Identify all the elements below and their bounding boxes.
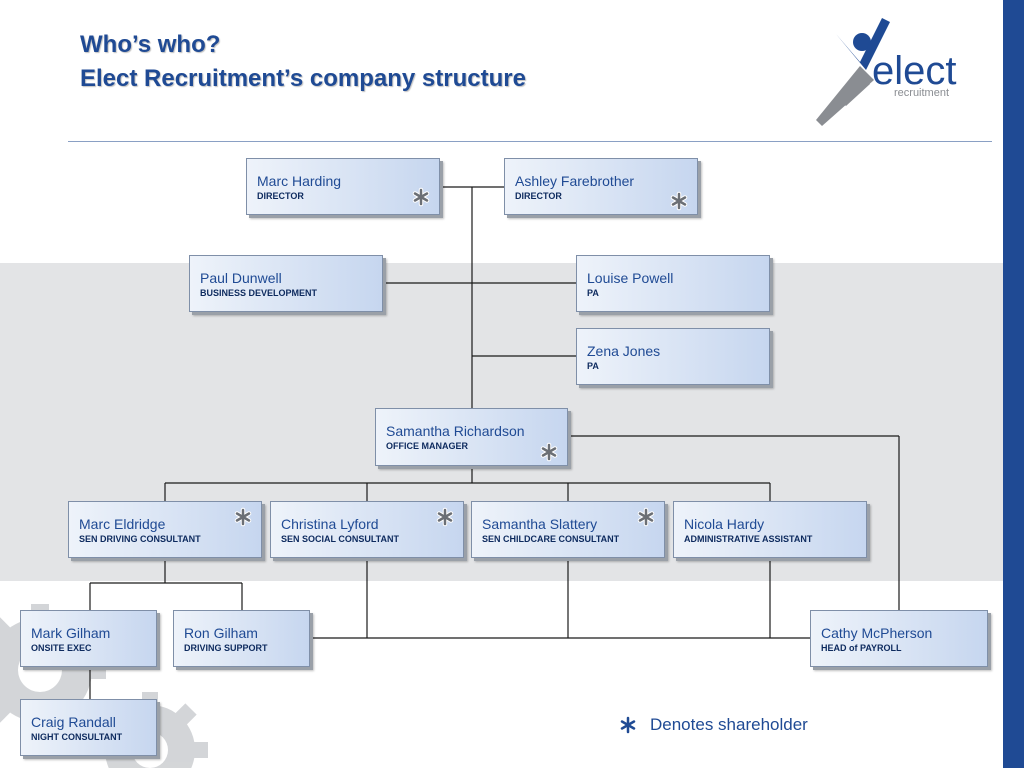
- page-title: Who’s who? Elect Recruitment’s company s…: [80, 28, 526, 96]
- person-role: HEAD of PAYROLL: [821, 643, 902, 653]
- box-mark-gilham: Mark Gilham ONSITE EXEC: [20, 610, 157, 667]
- person-name: Zena Jones: [587, 343, 661, 359]
- person-name: Samantha Slattery: [482, 516, 598, 532]
- box-craig-randall: Craig Randall NIGHT CONSULTANT: [20, 699, 157, 756]
- person-name: Marc Eldridge: [79, 516, 166, 532]
- person-role: DIRECTOR: [515, 191, 562, 201]
- header-divider: [68, 141, 992, 142]
- person-name: Christina Lyford: [281, 516, 379, 532]
- box-ashley-farebrother: Ashley Farebrother DIRECTOR: [504, 158, 698, 215]
- elect-logo-icon: elect recruitment: [800, 10, 996, 130]
- shareholder-star-icon: [436, 507, 454, 527]
- person-role: BUSINESS DEVELOPMENT: [200, 288, 318, 298]
- person-name: Ron Gilham: [184, 625, 258, 641]
- person-role: OFFICE MANAGER: [386, 441, 468, 451]
- shareholder-star-icon: [619, 715, 637, 735]
- person-role: SEN SOCIAL CONSULTANT: [281, 534, 400, 544]
- box-zena-jones: Zena Jones PA: [576, 328, 770, 385]
- box-nicola-hardy: Nicola Hardy ADMINISTRATIVE ASSISTANT: [673, 501, 867, 558]
- person-role: PA: [587, 361, 599, 371]
- shareholder-star-icon: [540, 442, 558, 462]
- person-name: Mark Gilham: [31, 625, 111, 641]
- logo-tagline: recruitment: [894, 87, 949, 99]
- box-samantha-richardson: Samantha Richardson OFFICE MANAGER: [375, 408, 568, 466]
- person-role: SEN CHILDCARE CONSULTANT: [482, 534, 620, 544]
- title-line-2: Elect Recruitment’s company structure: [80, 65, 526, 92]
- box-christina-lyford: Christina Lyford SEN SOCIAL CONSULTANT: [270, 501, 464, 558]
- person-name: Louise Powell: [587, 270, 674, 286]
- shareholder-star-icon: [670, 191, 688, 211]
- person-role: SEN DRIVING CONSULTANT: [79, 534, 201, 544]
- right-accent-bar: [1003, 0, 1024, 768]
- company-logo: elect recruitment: [800, 10, 996, 130]
- box-marc-eldridge: Marc Eldridge SEN DRIVING CONSULTANT: [68, 501, 262, 558]
- person-role: ADMINISTRATIVE ASSISTANT: [684, 534, 813, 544]
- box-marc-harding: Marc Harding DIRECTOR: [246, 158, 440, 215]
- person-role: DRIVING SUPPORT: [184, 643, 268, 653]
- shareholder-legend: Denotes shareholder: [618, 712, 808, 738]
- legend-label: Denotes shareholder: [650, 715, 808, 734]
- person-name: Craig Randall: [31, 714, 116, 730]
- person-role: PA: [587, 288, 599, 298]
- person-role: DIRECTOR: [257, 191, 304, 201]
- person-name: Ashley Farebrother: [515, 173, 635, 189]
- org-chart-connectors: [89, 186, 900, 699]
- shareholder-star-icon: [412, 187, 430, 207]
- box-samantha-slattery: Samantha Slattery SEN CHILDCARE CONSULTA…: [471, 501, 665, 558]
- box-cathy-mcpherson: Cathy McPherson HEAD of PAYROLL: [810, 610, 988, 667]
- person-role: NIGHT CONSULTANT: [31, 732, 123, 742]
- title-line-1: Who’s who?: [80, 31, 221, 58]
- box-paul-dunwell: Paul Dunwell BUSINESS DEVELOPMENT: [189, 255, 383, 312]
- shareholder-star-icon: [637, 507, 655, 527]
- person-name: Marc Harding: [257, 173, 342, 189]
- logo-wordmark: elect: [872, 49, 957, 93]
- shareholder-star-icon: [234, 507, 252, 527]
- person-role: ONSITE EXEC: [31, 643, 92, 653]
- box-louise-powell: Louise Powell PA: [576, 255, 770, 312]
- person-name: Nicola Hardy: [684, 516, 765, 532]
- box-ron-gilham: Ron Gilham DRIVING SUPPORT: [173, 610, 310, 667]
- person-name: Paul Dunwell: [200, 270, 282, 286]
- person-name: Cathy McPherson: [821, 625, 933, 641]
- person-name: Samantha Richardson: [386, 423, 525, 439]
